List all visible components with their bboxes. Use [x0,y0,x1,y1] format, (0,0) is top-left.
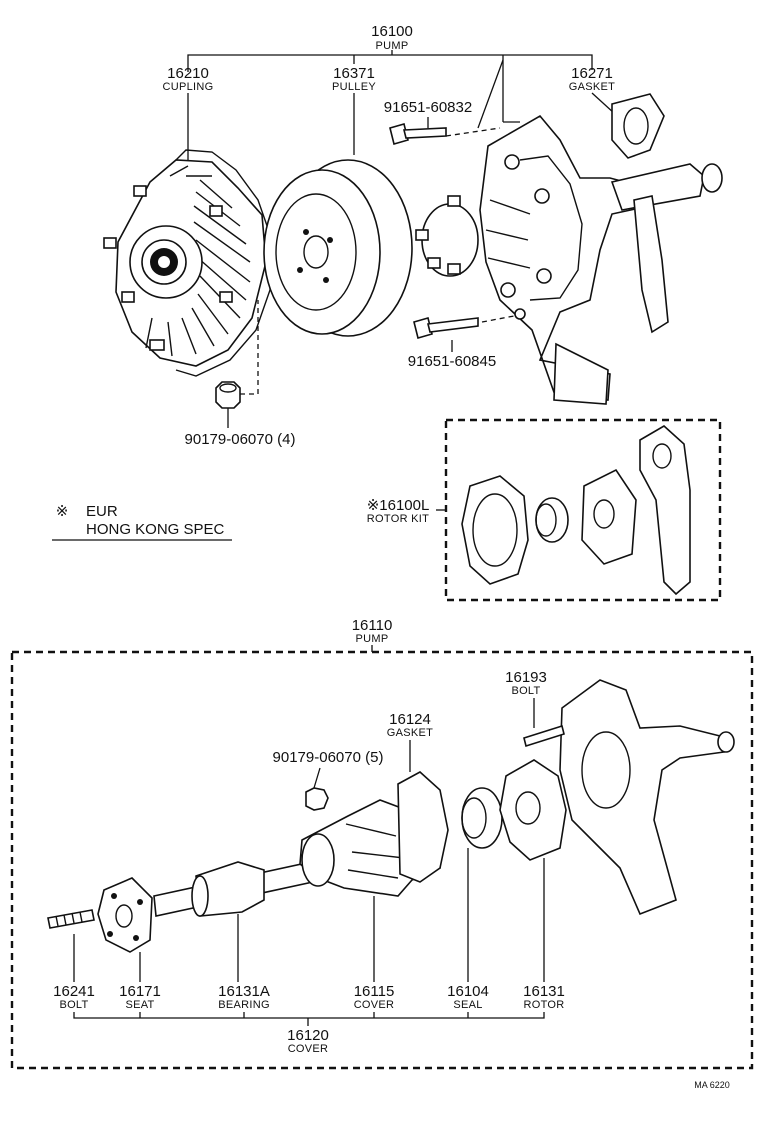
rotor-kit-box [444,418,722,602]
pulley-drawing [263,159,413,337]
bolt-91651-60845-number: 91651-60845 [408,353,496,370]
pump-16100-bracket [187,54,593,72]
gasket-16271-name: GASKET [569,81,615,93]
nut-5-leader [313,767,321,789]
bolt-16193-name: BOLT [511,685,540,697]
seat-16171-number: 16171 [119,983,161,1000]
seal-16104-name: SEAL [453,999,482,1011]
rotor-16131-name: ROTOR [523,999,564,1011]
pump-body-drawing [389,93,723,405]
bolt-b-dash [481,315,515,323]
cover-assy-16120-name: COVER [288,1043,329,1055]
bearing-16131a-number: 16131A [218,983,270,1000]
pulley-number: 16371 [333,65,375,82]
seal-16104-number: 16104 [447,983,489,1000]
nut-90179-5-number: 90179-06070 (5) [273,749,384,766]
bolt-16193-number: 16193 [505,669,547,686]
rotor-kit-parts-drawing [461,425,691,596]
diagram-code: MA 6220 [694,1080,730,1090]
bearing-16131a-name: BEARING [218,999,270,1011]
gasket-16124-name: GASKET [387,727,433,739]
pump-16100-number: 16100 [371,23,413,40]
rotor-16131-number: 16131 [523,983,565,1000]
legend-line2: HONG KONG SPEC [86,521,225,538]
pump-16110-parts-drawing [47,679,735,953]
seat-16171-name: SEAT [125,999,154,1011]
bolt-a-dash [445,127,501,137]
bolt-91651-60832-number: 91651-60832 [384,99,472,116]
coupling-number: 16210 [167,65,209,82]
gasket-16124-number: 16124 [389,711,431,728]
nut-90179-drawing [215,381,241,409]
pump-16100-name: PUMP [376,40,409,52]
rotor-kit-name: ROTOR KIT [367,513,429,525]
pump-bracket-leader-body2 [477,59,504,129]
nut-90179-4-number: 90179-06070 (4) [185,431,296,448]
legend-line1: EUR [86,503,118,520]
fan-coupling-drawing [103,149,273,377]
rotor-kit-number: ※16100L [367,497,430,514]
cover-assy-bracket [73,1012,545,1019]
pump-16110-name: PUMP [356,633,389,645]
pump-16110-number: 16110 [352,617,393,634]
pump-16110-box [10,650,754,1070]
gasket-16271-number: 16271 [571,65,613,82]
cover-16115-name: COVER [354,999,395,1011]
legend-symbol: ※ [56,503,69,520]
cover-assy-ticks [139,1012,469,1026]
pump-bracket-leader-body [502,55,520,123]
nut-dash [240,300,259,395]
cover-16115-number: 16115 [354,983,395,1000]
bolt-16241-name: BOLT [59,999,88,1011]
coupling-name: CUPLING [163,81,214,93]
bolt-16241-number: 16241 [53,983,95,1000]
cover-assy-16120-number: 16120 [287,1027,329,1044]
pulley-name: PULLEY [332,81,376,93]
